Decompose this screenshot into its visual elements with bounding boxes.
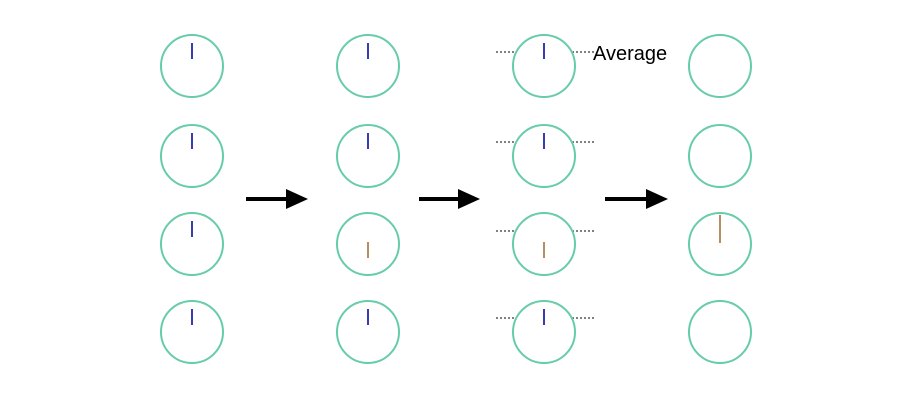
node-ring [160,300,224,364]
node-circle [688,34,752,98]
node-ring [512,34,576,98]
node-ring [688,34,752,98]
node-ring [688,124,752,188]
node-circle [512,124,576,188]
node-circle [336,34,400,98]
arrow-head [646,189,668,209]
right-arrow-icon [246,189,308,209]
node-circle [160,212,224,276]
node-ring [160,212,224,276]
stage-column-1 [160,34,224,364]
node-circle [688,124,752,188]
node-circle [688,212,752,276]
node-ring [688,212,752,276]
node-circle [688,300,752,364]
node-ring [160,34,224,98]
node-ring [336,300,400,364]
right-arrow-icon [605,189,668,209]
node-circle [336,212,400,276]
node-circle [512,300,576,364]
node-ring [160,124,224,188]
stage-column-2 [336,34,400,364]
arrow-head [458,189,480,209]
node-ring [688,300,752,364]
node-ring [512,124,576,188]
right-arrow-icon [419,189,480,209]
node-circle [336,300,400,364]
nodes-layer [160,34,752,364]
node-ring [336,124,400,188]
node-circle [336,124,400,188]
node-ring [336,34,400,98]
average-label: Average [593,43,667,65]
stage-column-3 [512,34,576,364]
arrow-head [286,189,308,209]
node-circle [512,212,576,276]
node-circle [160,124,224,188]
node-circle [512,34,576,98]
node-circle [160,34,224,98]
stage-column-4 [688,34,752,364]
node-ring [512,300,576,364]
arrows-layer [246,189,668,209]
node-circle [160,300,224,364]
